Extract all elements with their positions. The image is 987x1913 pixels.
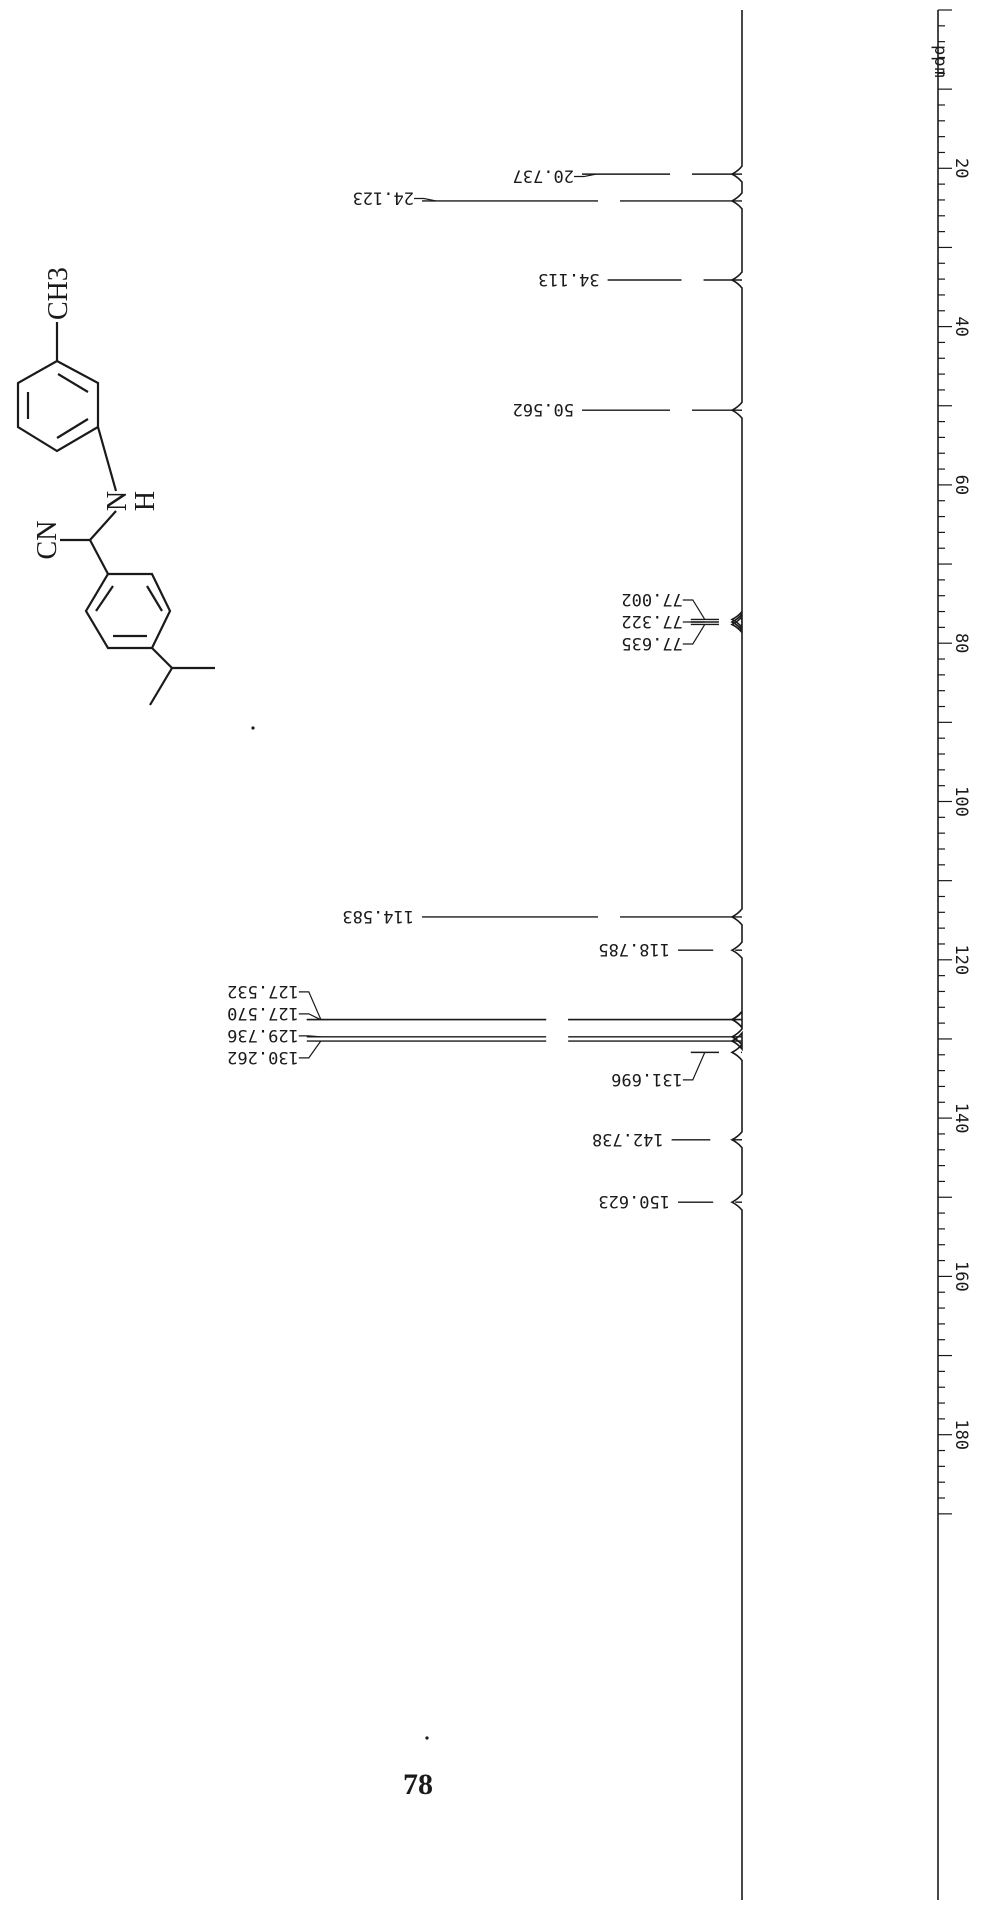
axis-tick-label: 100 [951,786,971,817]
amine-n-label: N [102,491,133,511]
peak-leader [682,624,706,645]
peak-label: 150.623 [598,1191,670,1211]
peak-label: 114.583 [342,906,414,926]
cn-label: CN [32,521,63,560]
molecule-structure [16,322,215,706]
molecule-labels: CH3 CN N H [32,267,161,559]
peak-leader [298,1035,321,1038]
peak-leader [414,197,437,202]
scan-speck [251,726,255,730]
amine-h-label: H [130,491,161,511]
axis-tick-label: 80 [951,633,971,653]
peak-label: 118.785 [598,939,670,959]
peak-leader [298,1040,322,1059]
peak-label: 129.736 [227,1025,299,1045]
axis-tick-label: 120 [951,944,971,975]
ch3-label: CH3 [43,267,74,320]
peak-label: 142.738 [592,1129,664,1149]
page-number: 78 [403,1768,433,1801]
peak-label: 50.562 [513,399,574,419]
axis-tick-label: 20 [951,158,971,178]
axis-tick-label: 60 [951,475,971,495]
peak-lines [306,173,742,1203]
axis-tick-label: 180 [951,1419,971,1450]
peak-leader [682,599,706,620]
peak-label: 77.002 [621,589,682,609]
ppm-axis-unit: ppm [930,45,950,79]
peak-leader [682,1052,706,1081]
peak-leader [574,173,597,178]
peak-labels: 20.737 24.123 34.113 50.562 77.00277.32277.6… [227,166,706,1211]
peak-leader [298,991,322,1020]
axis-tick-label: 40 [951,316,971,336]
peak-label: 130.262 [227,1047,299,1067]
peak-label: 77.635 [621,633,682,653]
axis-tick-label: 160 [951,1261,971,1292]
ppm-axis-ticks: 20 40 60 80 100 120 140 160 180 [938,9,971,1515]
peak-label: 34.113 [538,269,599,289]
peak-label: 131.696 [611,1069,683,1089]
peak-label: 127.532 [227,981,299,1001]
peak-label: 77.322 [621,611,682,631]
peak-label: 20.737 [513,166,574,186]
spectrum-trace [730,10,743,1900]
peak-label: 127.570 [227,1003,299,1023]
peak-leader [298,1013,322,1021]
peak-label: 24.123 [353,188,414,208]
scan-speck [425,1736,429,1740]
axis-tick-label: 140 [951,1103,971,1134]
